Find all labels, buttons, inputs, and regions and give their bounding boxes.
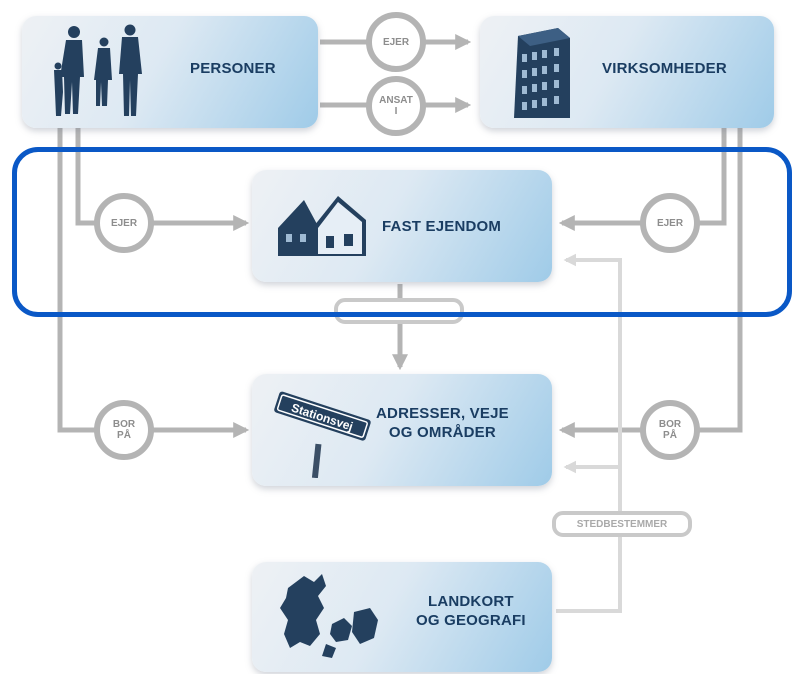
relation-ansat-i-label: ANSAT I: [379, 95, 413, 117]
people-icon: [54, 24, 142, 116]
relation-bor-pa-left-label: BOR PÅ: [112, 419, 136, 441]
relation-ejer-left-label: EJER: [110, 217, 138, 229]
node-fast-ejendom-label: FAST EJENDOM: [382, 218, 502, 235]
node-personer-label: PERSONER: [190, 60, 276, 77]
relation-ejer-left: EJER: [94, 193, 154, 253]
connector-virksomheder-ejer: [558, 128, 727, 232]
street-sign-icon: Stationsvej: [274, 391, 371, 478]
relation-stedbestemmer-label: STEDBESTEMMER: [576, 518, 668, 530]
connector-personer-ejer: [75, 128, 250, 232]
relation-ejer-top: EJER: [366, 12, 426, 72]
relation-ejer-right-label: EJER: [656, 217, 684, 229]
connector-personer-bor: [57, 128, 250, 439]
node-adresser-label: ADRESSER, VEJE OG OMRÅDER: [376, 404, 509, 442]
relation-ejer-top-label: EJER: [382, 36, 410, 48]
node-landkort[interactable]: LANDKORT OG GEOGRAFI: [252, 562, 552, 672]
connector-virksomheder-bor: [558, 128, 743, 439]
node-adresser[interactable]: Stationsvej ADRESSER, VEJE OG OMRÅDER: [252, 374, 552, 486]
houses-icon: [278, 196, 366, 256]
node-fast-ejendom[interactable]: FAST EJENDOM: [252, 170, 552, 282]
node-virksomheder-label: VIRKSOMHEDER: [602, 60, 727, 77]
relation-ejer-right: EJER: [640, 193, 700, 253]
node-personer[interactable]: PERSONER: [22, 16, 318, 128]
node-virksomheder[interactable]: VIRKSOMHEDER: [480, 16, 774, 128]
node-landkort-label-line1: LANDKORT: [427, 593, 514, 610]
node-landkort-label-line2: OG GEOGRAFI: [416, 612, 526, 629]
relation-bor-pa-right: BOR PÅ: [640, 400, 700, 460]
building-icon: [514, 28, 570, 118]
relation-bor-pa-right-label: BOR PÅ: [658, 419, 682, 441]
relation-stedbestemmer: STEDBESTEMMER: [552, 511, 692, 537]
node-landkort-label: LANDKORT OG GEOGRAFI: [416, 592, 526, 630]
connector-landkort-stedbestemmer: [556, 253, 622, 613]
relation-ansat-i: ANSAT I: [366, 76, 426, 136]
relation-bor-pa-left: BOR PÅ: [94, 400, 154, 460]
denmark-map-icon: [280, 574, 378, 658]
node-adresser-label-line2: OG OMRÅDER: [388, 424, 496, 441]
relation-tag-partial: [334, 298, 464, 324]
node-adresser-label-line1: ADRESSER, VEJE: [376, 405, 509, 422]
